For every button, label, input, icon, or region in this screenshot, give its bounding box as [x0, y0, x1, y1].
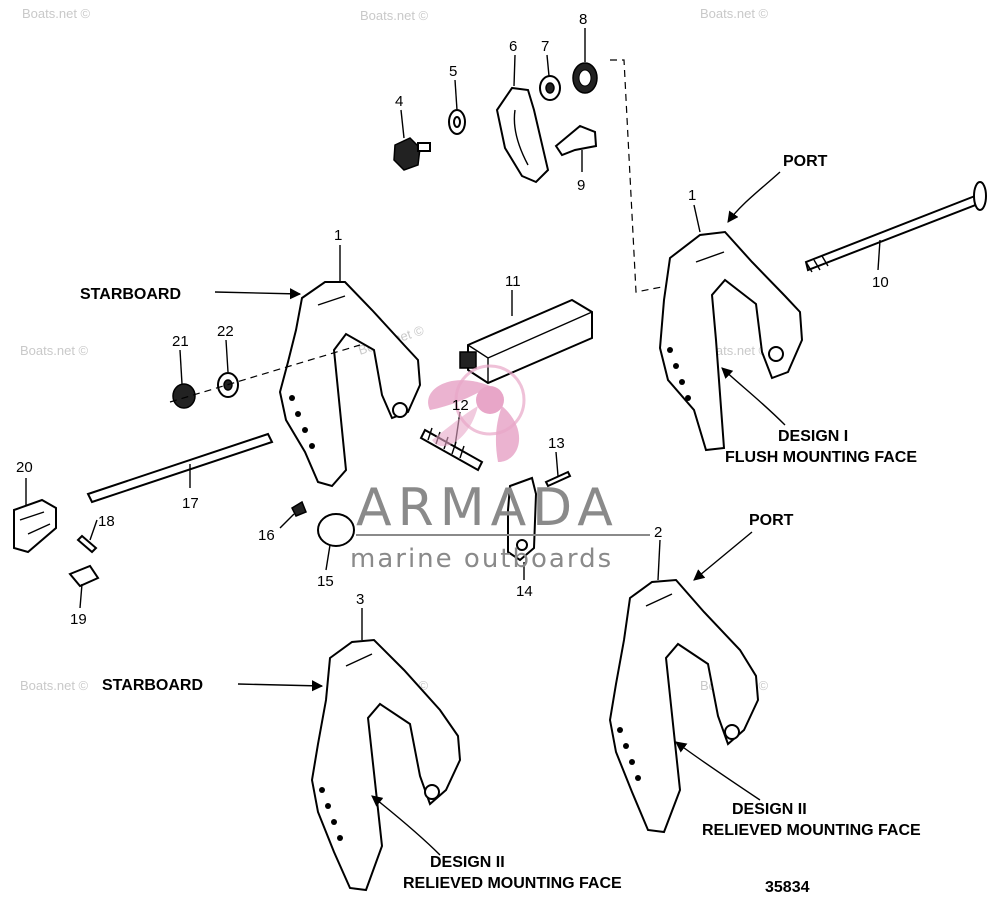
- watermark: Boats.net ©: [20, 678, 89, 693]
- design2-description-bottom: RELIEVED MOUNTING FACE: [403, 875, 622, 892]
- caption-labels: STARBOARD PORT DESIGN I FLUSH MOUNTING F…: [80, 153, 921, 896]
- bolt-part-10: [804, 181, 987, 273]
- watermark: Boats.net ©: [22, 6, 91, 21]
- part-label: 1: [334, 227, 342, 244]
- design1-description: FLUSH MOUNTING FACE: [725, 449, 917, 466]
- part-label: 22: [217, 323, 234, 340]
- bracket-starboard-upper: [278, 281, 422, 488]
- part-label: 16: [258, 527, 275, 544]
- leader-lines: [25, 28, 881, 640]
- bracket-port-design1: [658, 230, 804, 452]
- nut-part-16: [291, 500, 307, 517]
- part-label: 6: [509, 38, 517, 55]
- part-number-labels: 1 1 2 3 4 5 6 7 8 9 10 11 12 13 14 15 16…: [16, 11, 889, 628]
- part-label: 13: [548, 435, 565, 452]
- brand-overlay: ARMADA marine outboards: [350, 364, 650, 574]
- port-label-bottom: PORT: [749, 512, 794, 529]
- bracket-port-design2: [608, 578, 760, 834]
- screw-part-9: [554, 124, 598, 157]
- figure-number: 35834: [765, 879, 810, 896]
- bracket-starboard-lower: [310, 638, 462, 892]
- link-part-14: [507, 476, 538, 562]
- top-hardware-group: [393, 62, 598, 184]
- watermark: Boats.net ©: [360, 8, 429, 23]
- pin-part-13: [544, 470, 572, 488]
- part-label: 4: [395, 93, 403, 110]
- part-label: 11: [505, 273, 521, 290]
- part-label: 17: [182, 495, 199, 512]
- part-label: 7: [541, 38, 549, 55]
- part-label: 20: [16, 459, 33, 476]
- part-label: 5: [449, 63, 457, 80]
- caption-arrows: [214, 171, 786, 856]
- brand-tagline: marine outboards: [350, 544, 613, 574]
- disc-part-15: [317, 513, 355, 547]
- design2-description-right: RELIEVED MOUNTING FACE: [702, 822, 921, 839]
- part-label: 3: [356, 591, 364, 608]
- rod-part-17: [86, 432, 274, 504]
- block-part-11: [459, 298, 593, 385]
- part-label: 21: [172, 333, 189, 350]
- part-label: 9: [577, 177, 585, 194]
- starboard-label-bottom: STARBOARD: [102, 677, 203, 694]
- part-label: 15: [317, 573, 334, 590]
- starboard-label-top: STARBOARD: [80, 286, 181, 303]
- propeller-icon: [428, 364, 526, 462]
- part-label: 2: [654, 524, 662, 541]
- knob-part-4: [393, 137, 421, 171]
- pin-part-18: [76, 534, 98, 554]
- port-label-top: PORT: [783, 153, 828, 170]
- knob-stem: [417, 142, 431, 152]
- propeller-hub: [476, 386, 504, 414]
- design1-label: DESIGN I: [778, 428, 848, 445]
- lever-part-6: [495, 86, 550, 184]
- watermark: Boats.net ©: [20, 343, 89, 358]
- clip-part-20: [13, 498, 57, 554]
- part-label: 19: [70, 611, 87, 628]
- part-label: 10: [872, 274, 889, 291]
- design2-label-right: DESIGN II: [732, 801, 807, 818]
- retainer-part-19: [68, 564, 100, 588]
- part-label: 12: [452, 397, 469, 414]
- nut-part-21: [172, 383, 196, 409]
- assembly-line-8-to-1: [610, 59, 673, 293]
- design2-label-bottom: DESIGN II: [430, 854, 505, 871]
- part-label: 1: [688, 187, 696, 204]
- part-label: 18: [98, 513, 115, 530]
- part-label: 8: [579, 11, 587, 28]
- watermark: Boats.net ©: [700, 6, 769, 21]
- part-label: 14: [516, 583, 533, 600]
- brand-name: ARMADA: [356, 478, 619, 538]
